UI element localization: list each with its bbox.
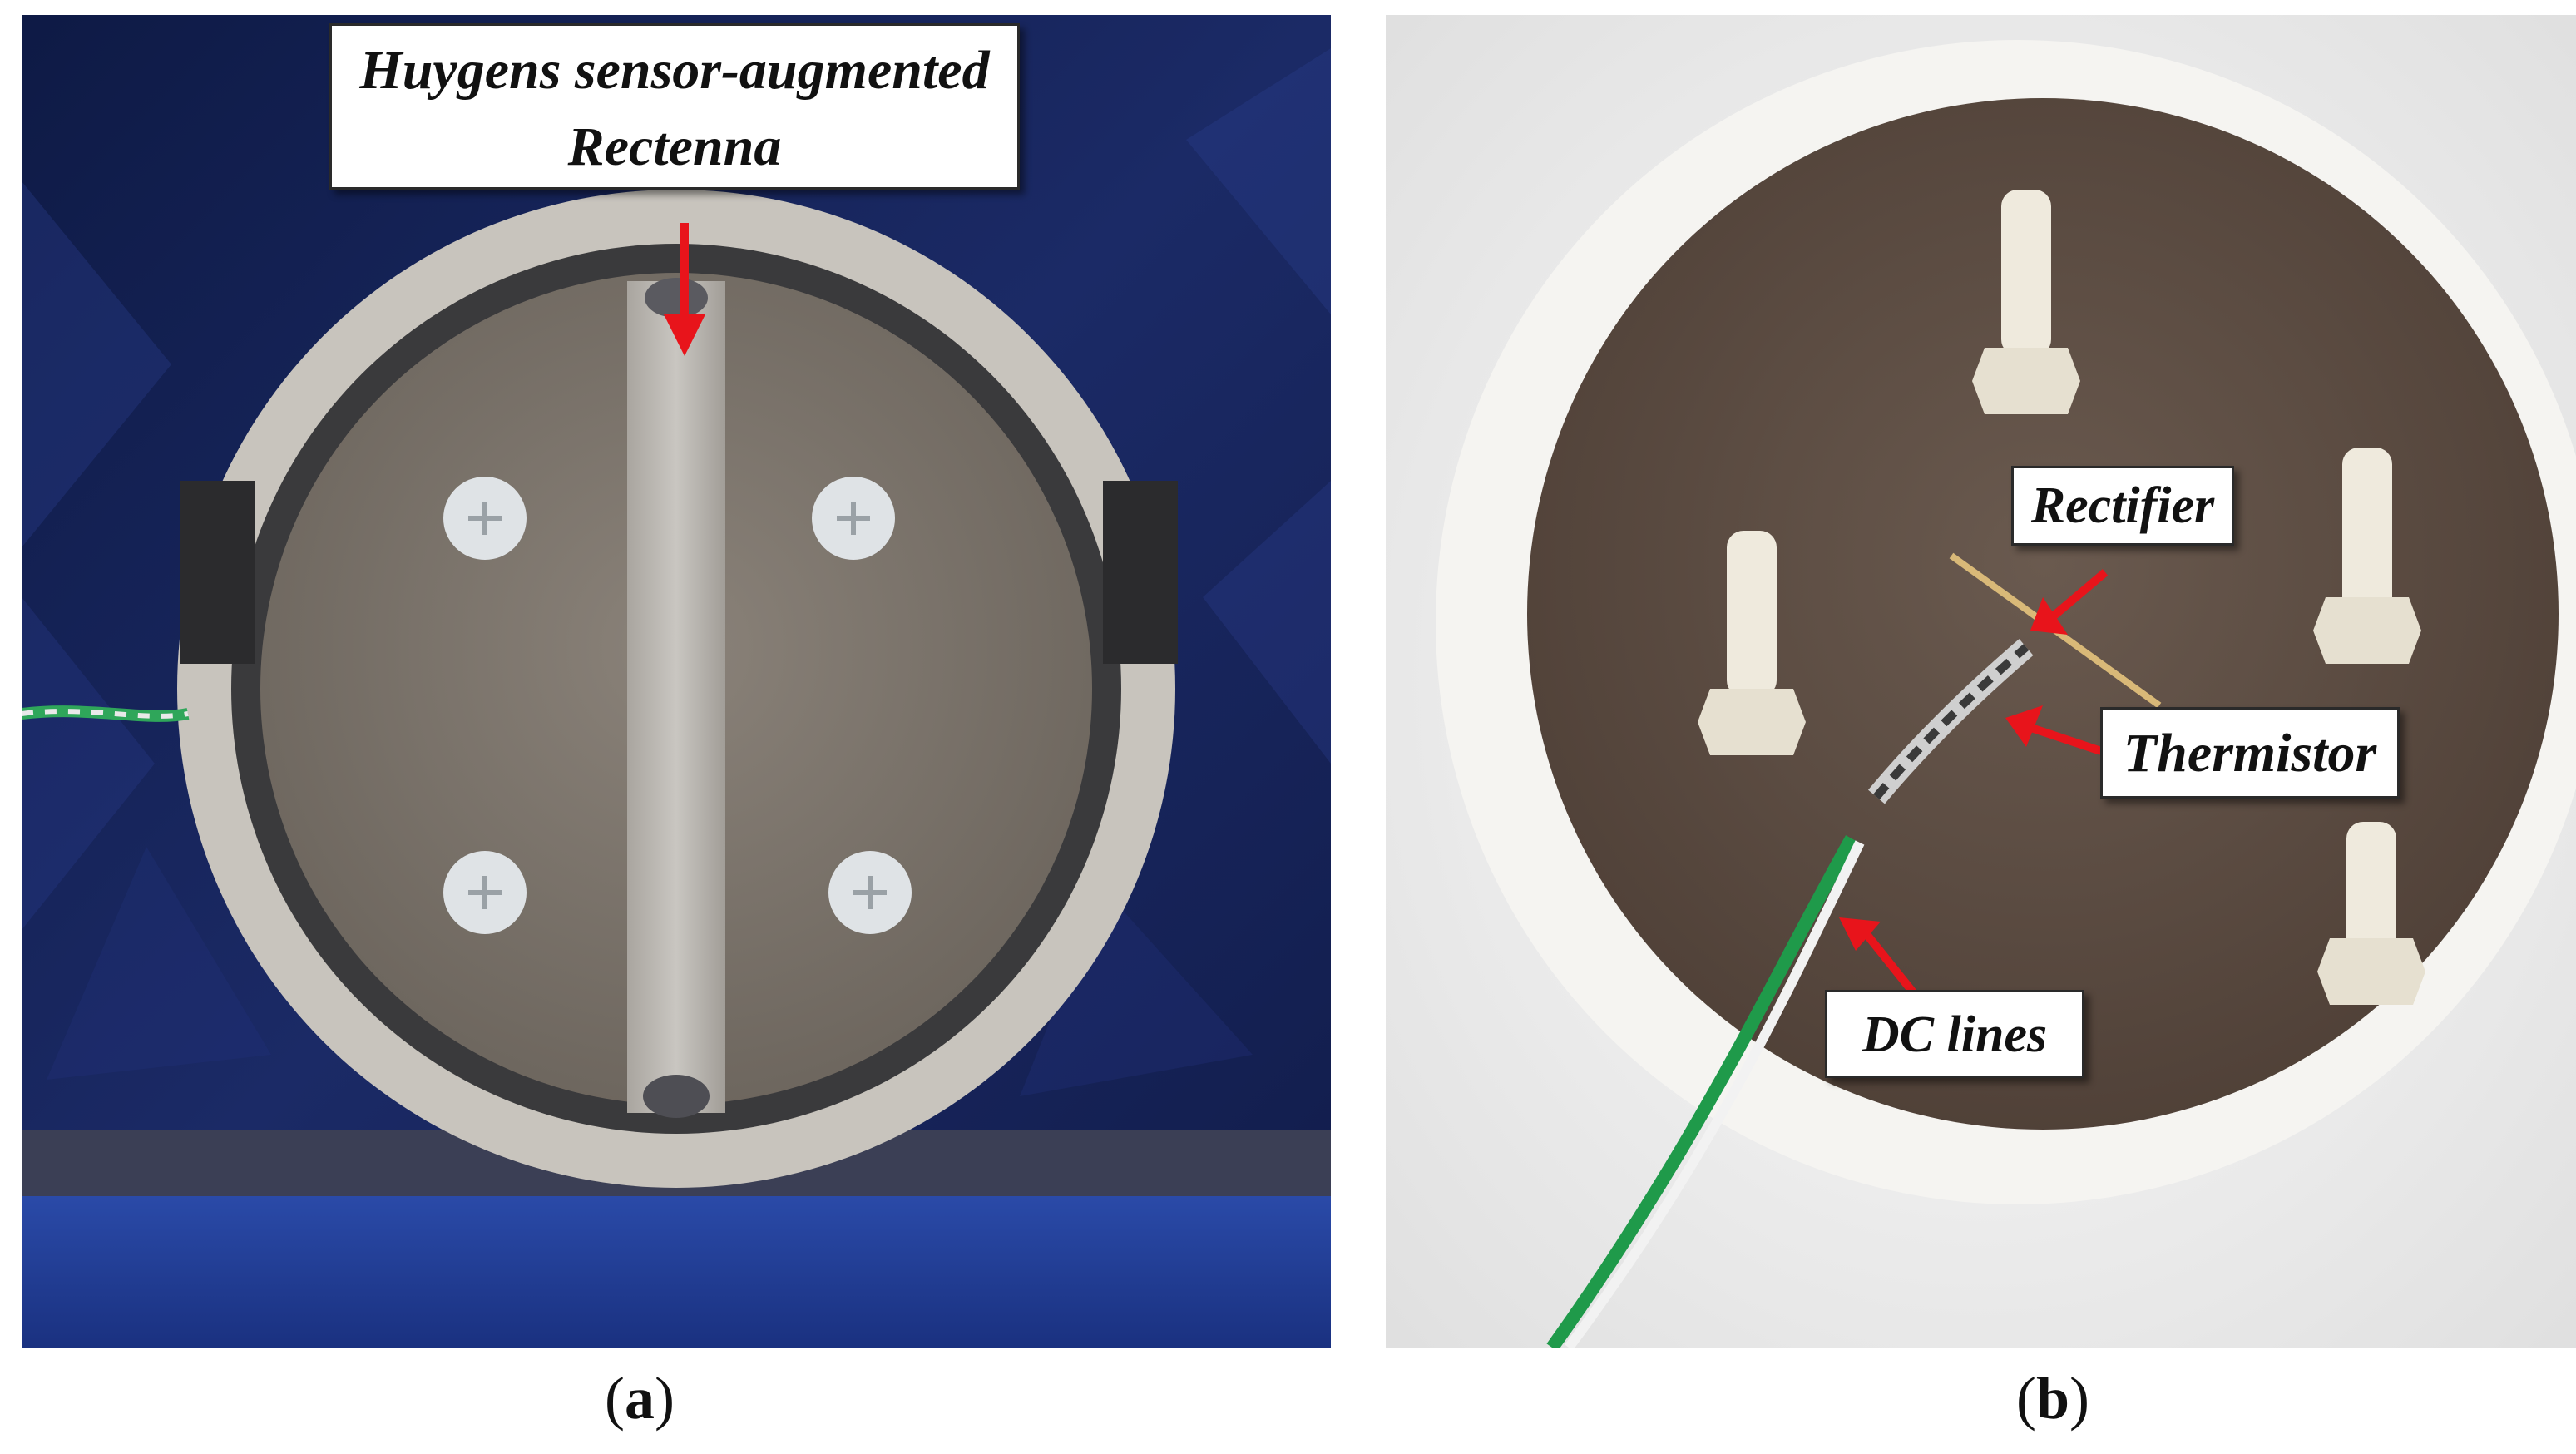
caption-open-paren: ( <box>605 1365 625 1432</box>
absorber-cones <box>22 48 1331 1096</box>
callout-dc-lines: DC lines <box>1825 990 2084 1078</box>
caption-b: (b) <box>2016 1361 2089 1436</box>
dc-lines-wire <box>1546 835 1857 1348</box>
standoffs <box>1698 190 2425 1005</box>
blue-cloth <box>22 1196 1331 1348</box>
caption-close-paren: ) <box>654 1365 675 1432</box>
photo-panel-a: Huygens sensor-augmented Rectenna <box>22 15 1331 1348</box>
caption-label-b: b <box>2035 1365 2070 1432</box>
caption-open-paren: ( <box>2016 1365 2036 1432</box>
solder-top <box>645 278 708 318</box>
nylon-screws <box>443 477 912 934</box>
callout-thermistor: Thermistor <box>2100 707 2400 799</box>
caption-label-a: a <box>624 1365 655 1432</box>
metal-strip <box>627 281 725 1113</box>
callout-line-2: Rectenna <box>567 116 782 177</box>
rectenna-front-photo <box>22 15 1331 1348</box>
red-arrow <box>664 223 705 356</box>
rectenna-back-photo <box>1386 15 2576 1348</box>
photo-panel-b: Rectifier Thermistor DC lines <box>1386 15 2576 1348</box>
callout-huygens-rectenna: Huygens sensor-augmented Rectenna <box>329 23 1020 190</box>
solder-bottom <box>643 1075 710 1118</box>
callout-rectifier: Rectifier <box>2011 466 2234 546</box>
caption-a: (a) <box>605 1361 675 1436</box>
caption-close-paren: ) <box>2069 1365 2090 1432</box>
callout-line-1: Huygens sensor-augmented <box>359 40 990 101</box>
